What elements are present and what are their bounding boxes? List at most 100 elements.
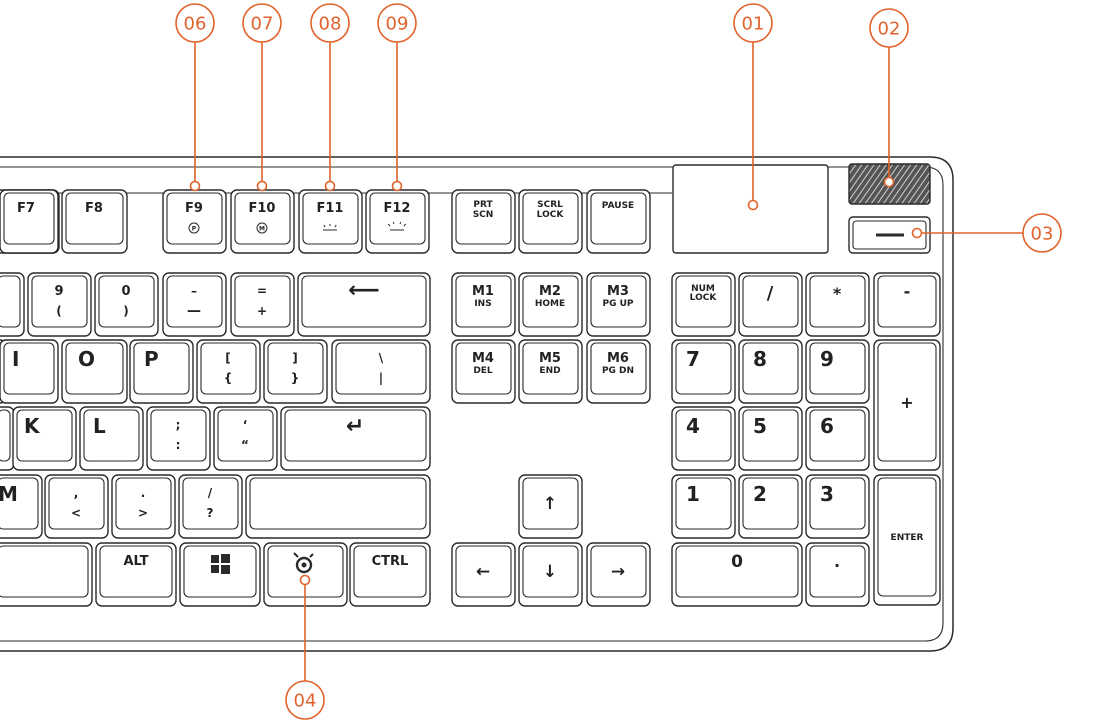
callout-01-dot — [747, 199, 759, 211]
key-right-shift[interactable] — [245, 474, 431, 539]
callout-07-number: 07 — [251, 14, 274, 35]
key-ctrl-label: CTRL — [372, 554, 409, 569]
key-k[interactable]: K — [12, 406, 77, 471]
key-8-partial[interactable] — [0, 272, 25, 337]
key-m4-del-label: DEL — [473, 366, 493, 376]
key-0[interactable]: 0) — [94, 272, 159, 337]
svg-text:P: P — [192, 226, 197, 233]
key-f7[interactable]: F7 — [0, 189, 59, 254]
callout-08-dot — [324, 180, 336, 192]
key-print-screen-label: SCN — [473, 210, 494, 220]
key-numpad-8[interactable]: 8 — [738, 339, 803, 404]
key-m5-end-label: M5 — [539, 351, 561, 366]
brightness-up-icon — [387, 221, 407, 231]
key-f9[interactable]: F9P — [162, 189, 227, 254]
callout-07: 07 — [242, 3, 282, 192]
key-numpad-0[interactable]: 0 — [671, 542, 803, 607]
key-m1-ins-label: INS — [474, 299, 491, 309]
key-f12[interactable]: F12 — [365, 189, 430, 254]
key-numpad-period[interactable]: . — [805, 542, 870, 607]
key-numpad-5[interactable]: 5 — [738, 406, 803, 471]
key-numpad-plus-label: + — [900, 393, 913, 412]
key-numpad-slash[interactable]: / — [738, 272, 803, 337]
key-f8[interactable]: F8 — [61, 189, 128, 254]
key-j-partial[interactable] — [0, 406, 15, 471]
key-left-arrow[interactable]: ← — [451, 542, 516, 607]
callout-03-number: 03 — [1031, 224, 1054, 245]
key-pause[interactable]: PAUSE — [586, 189, 651, 254]
key-left-bracket[interactable]: [{ — [196, 339, 261, 404]
key-f10-label: F10 — [249, 201, 276, 216]
key-steelseries[interactable] — [263, 542, 348, 607]
key-numpad-7[interactable]: 7 — [671, 339, 736, 404]
key-backslash[interactable]: \| — [331, 339, 431, 404]
key-numpad-6[interactable]: 6 — [805, 406, 870, 471]
profile-icon — [188, 222, 200, 234]
key-enter[interactable]: ↵ — [280, 406, 431, 471]
callout-01-number: 01 — [742, 14, 765, 35]
key-numpad-9[interactable]: 9 — [805, 339, 870, 404]
key-alt[interactable]: ALT — [95, 542, 177, 607]
key-left-bracket-label: [ — [225, 351, 230, 365]
key-backslash-label: \ — [379, 351, 384, 365]
callout-04-dot — [299, 574, 311, 586]
key-equals[interactable]: =+ — [230, 272, 295, 337]
key-right-arrow[interactable]: → — [586, 542, 651, 607]
key-minus[interactable]: –— — [162, 272, 227, 337]
key-numpad-2[interactable]: 2 — [738, 474, 803, 539]
key-left-bracket-label: { — [224, 371, 233, 385]
key-0-label: ) — [123, 304, 128, 318]
key-semicolon[interactable]: ;: — [146, 406, 211, 471]
key-ctrl[interactable]: CTRL — [349, 542, 431, 607]
key-slash[interactable]: /? — [178, 474, 243, 539]
key-numpad-3[interactable]: 3 — [805, 474, 870, 539]
media-button[interactable] — [848, 216, 931, 254]
key-space-partial[interactable] — [0, 542, 93, 607]
key-numpad-1[interactable]: 1 — [671, 474, 736, 539]
key-f7-label: F7 — [17, 201, 35, 216]
key-period[interactable]: .> — [111, 474, 176, 539]
key-equals-label: = — [257, 284, 267, 298]
key-m[interactable]: M — [0, 474, 43, 539]
key-up-arrow[interactable]: ↑ — [518, 474, 583, 539]
macro-icon — [256, 222, 268, 234]
key-o-label: O — [78, 347, 95, 371]
key-numpad-4-label: 4 — [686, 414, 700, 438]
callout-09-dot — [391, 180, 403, 192]
key-down-arrow[interactable]: ↓ — [518, 542, 583, 607]
key-slash-label: / — [208, 486, 213, 500]
key-i[interactable]: I — [0, 339, 59, 404]
key-l[interactable]: L — [79, 406, 144, 471]
key-quote[interactable]: ‘“ — [213, 406, 278, 471]
callout-08: 08 — [310, 3, 350, 192]
key-9[interactable]: 9( — [27, 272, 92, 337]
key-numpad-enter[interactable]: ENTER — [873, 474, 941, 606]
callout-09: 09 — [377, 3, 417, 192]
key-windows[interactable] — [179, 542, 261, 607]
key-backspace[interactable]: ⟵ — [297, 272, 431, 337]
key-right-bracket[interactable]: ]} — [263, 339, 328, 404]
key-numpad-asterisk[interactable]: * — [805, 272, 870, 337]
key-numpad-minus[interactable]: - — [873, 272, 941, 337]
key-p[interactable]: P — [129, 339, 194, 404]
key-numpad-7-label: 7 — [686, 347, 700, 371]
key-numpad-4[interactable]: 4 — [671, 406, 736, 471]
key-m-label: M — [0, 482, 18, 506]
key-o[interactable]: O — [61, 339, 128, 404]
key-numpad-plus[interactable]: + — [873, 339, 941, 471]
key-f11[interactable]: F11 — [298, 189, 363, 254]
key-comma[interactable]: ,< — [44, 474, 109, 539]
